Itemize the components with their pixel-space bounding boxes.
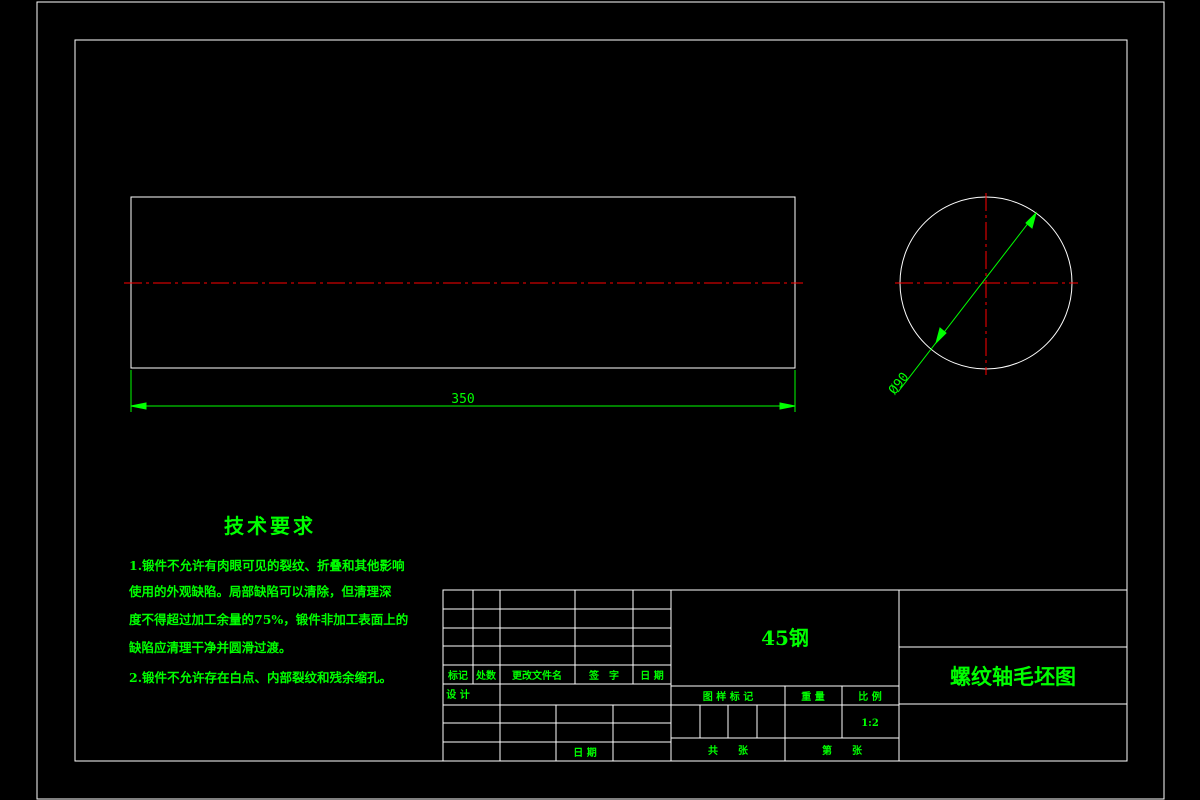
length-dimension-text: 350: [451, 392, 474, 407]
label-signature: 签 字: [588, 669, 619, 682]
label-count: 处数: [475, 669, 497, 682]
label-scale: 比 例: [858, 690, 881, 703]
diameter-arrow-top: [1025, 211, 1037, 229]
label-date: 日 期: [640, 669, 663, 682]
diameter-arrow-bottom: [935, 327, 947, 345]
technical-requirements: 技术要求 1.锻件不允许有肉眼可见的裂纹、折叠和其他影响 使用的外观缺陷。局部缺…: [128, 514, 408, 685]
arrow-right: [779, 402, 796, 410]
tech-requirement-line-1: 1.锻件不允许有肉眼可见的裂纹、折叠和其他影响: [129, 558, 405, 573]
label-stage-mark: 图 样 标 记: [703, 690, 753, 703]
tech-requirement-line-4: 缺陷应清理干净并圆滑过渡。: [129, 640, 292, 655]
label-date-2: 日 期: [573, 746, 596, 759]
material-text: 45钢: [761, 626, 809, 650]
front-view: [124, 196, 803, 369]
bar-outline: [130, 196, 796, 369]
title-block: 标记 处数 更改文件名 签 字 日 期 设 计 日 期 45钢 图 样 标 记 …: [442, 589, 1128, 762]
tech-requirement-line-2: 使用的外观缺陷。局部缺陷可以清除，但清理深: [128, 584, 392, 599]
outer-border: [36, 1, 1165, 800]
tech-requirement-line-5: 2.锻件不允许存在白点、内部裂纹和残余缩孔。: [129, 670, 392, 685]
label-mark: 标记: [447, 669, 468, 682]
label-total-sheets: 共 张: [708, 744, 749, 757]
label-weight: 重 量: [801, 690, 824, 703]
length-dimension: 350: [130, 370, 796, 412]
diameter-dimension-text: Ø90: [886, 370, 912, 398]
tech-requirements-heading: 技术要求: [224, 514, 316, 538]
scale-value: 1:2: [861, 718, 879, 729]
label-sheet-number: 第 张: [822, 744, 863, 757]
label-change-doc: 更改文件名: [512, 669, 562, 682]
diameter-dimension: Ø90: [886, 211, 1037, 398]
tech-requirement-line-3: 度不得超过加工余量的75%，锻件非加工表面上的: [129, 612, 408, 627]
arrow-left: [130, 402, 147, 410]
label-design: 设 计: [446, 688, 469, 701]
side-view: [895, 193, 1078, 375]
diameter-leader: [897, 212, 1037, 393]
drawing-name: 螺纹轴毛坯图: [950, 664, 1076, 689]
